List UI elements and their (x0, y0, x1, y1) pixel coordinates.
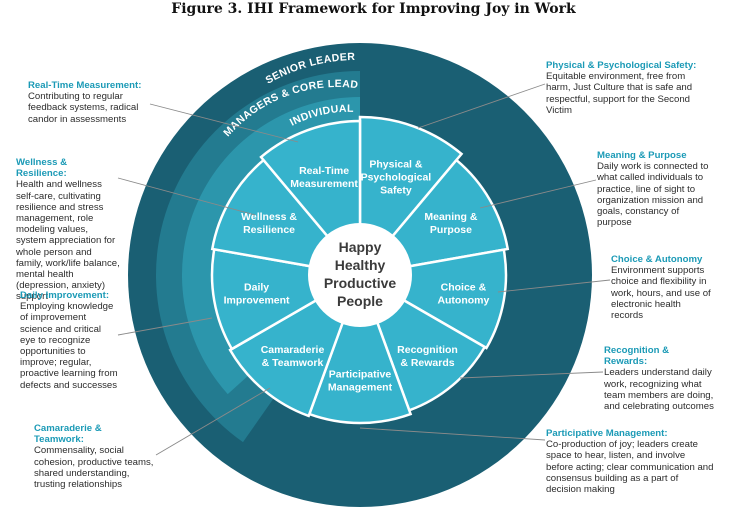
segment-label-choice: Choice &Autonomy (437, 282, 489, 307)
segment-label-line: Meaning & (424, 211, 478, 223)
callout-recognition: Recognition & Rewards: Leaders understan… (604, 345, 714, 412)
callout-body: Contributing to regular feedback systems… (28, 91, 139, 125)
segment-label-line: Autonomy (437, 295, 489, 307)
segment-label-line: Physical & (369, 158, 423, 170)
callout-participative: Participative Management: Co-production … (546, 428, 714, 495)
leader-line (417, 83, 546, 129)
center-line-1: Happy (339, 239, 382, 255)
callout-heading: Meaning & Purpose (597, 150, 687, 161)
center-line-4: People (337, 293, 383, 309)
segment-label-line: Safety (380, 184, 412, 196)
callout-heading: Physical & Psychological Safety: (546, 60, 697, 71)
callout-meaning: Meaning & Purpose Daily work is connecte… (597, 150, 715, 228)
callout-body: Co-production of joy; leaders create spa… (546, 439, 714, 496)
segment-label-line: Choice & (441, 282, 487, 294)
segment-label-line: Recognition (397, 344, 458, 356)
segment-label-line: Improvement (224, 295, 290, 307)
leader-line (459, 371, 604, 379)
segment-label-line: Purpose (430, 224, 472, 236)
leader-lines (117, 83, 611, 456)
center-line-2: Healthy (335, 257, 386, 273)
callout-body: Commensality, social cohesion, productiv… (34, 445, 154, 491)
callout-realtime: Real-Time Measurement: Contributing to r… (28, 80, 148, 125)
callout-safety: Physical & Psychological Safety: Equitab… (546, 60, 706, 116)
segment-label-wellness: Wellness &Resilience (241, 211, 297, 236)
segment-label-line: Psychological (361, 171, 432, 183)
callout-body: Daily work is connected to what called i… (597, 161, 709, 229)
center-circle (308, 223, 412, 327)
segment-label-line: Daily (244, 282, 269, 294)
leader-line (359, 427, 546, 441)
segment-label-line: Wellness & (241, 211, 297, 223)
callout-body: Equitable environment, free from harm, J… (546, 71, 693, 116)
center-line-3: Productive (324, 275, 397, 291)
callout-body: Environment supports choice and flexibil… (611, 265, 711, 322)
callout-camaraderie: Camaraderie & Teamwork: Commensality, so… (34, 423, 154, 490)
segment-participative (307, 271, 413, 425)
callout-body: Employing knowledge of improvement scien… (20, 301, 118, 391)
callout-heading: Recognition & Rewards: (604, 345, 670, 368)
callout-heading: Camaraderie & Teamwork: (34, 423, 102, 446)
callout-heading: Daily Improvement: (20, 290, 110, 301)
callout-daily: Daily Improvement: Employing knowledge o… (20, 290, 118, 391)
callout-body: Health and wellness self-care, cultivati… (16, 179, 120, 303)
segment-label-line: & Rewards (400, 357, 454, 369)
segment-label-meaning: Meaning &Purpose (424, 211, 478, 236)
leader-line (479, 179, 597, 209)
leader-line (497, 279, 611, 293)
center-label: Happy Healthy Productive People (324, 239, 397, 309)
callout-heading: Participative Management: (546, 428, 668, 439)
segment-label-camaraderie: Camaraderie& Teamwork (261, 344, 325, 369)
segment-label-line: Measurement (290, 178, 358, 190)
segment-label-recognition: Recognition& Rewards (397, 344, 458, 369)
segment-label-line: Management (328, 382, 393, 394)
segment-label-line: Camaraderie (261, 344, 325, 356)
segment-label-line: Real-Time (299, 165, 349, 177)
figure-title: Figure 3. IHI Framework for Improving Jo… (171, 1, 576, 17)
callout-choice: Choice & Autonomy Environment supports c… (611, 254, 715, 321)
leader-line (155, 387, 271, 456)
leader-line (149, 103, 299, 143)
segment-label-line: Resilience (243, 224, 295, 236)
segment-label-line: Participative (329, 369, 392, 381)
leader-line (117, 177, 256, 216)
callout-heading: Real-Time Measurement: (28, 80, 142, 91)
callout-heading: Wellness & Resilience: (16, 157, 68, 180)
segment-label-line: & Teamwork (262, 357, 324, 369)
callout-body: Leaders understand daily work, recognizi… (604, 367, 714, 413)
callout-wellness: Wellness & Resilience: Health and wellne… (16, 157, 120, 303)
callout-heading: Choice & Autonomy (611, 254, 703, 265)
leader-line (117, 317, 213, 336)
